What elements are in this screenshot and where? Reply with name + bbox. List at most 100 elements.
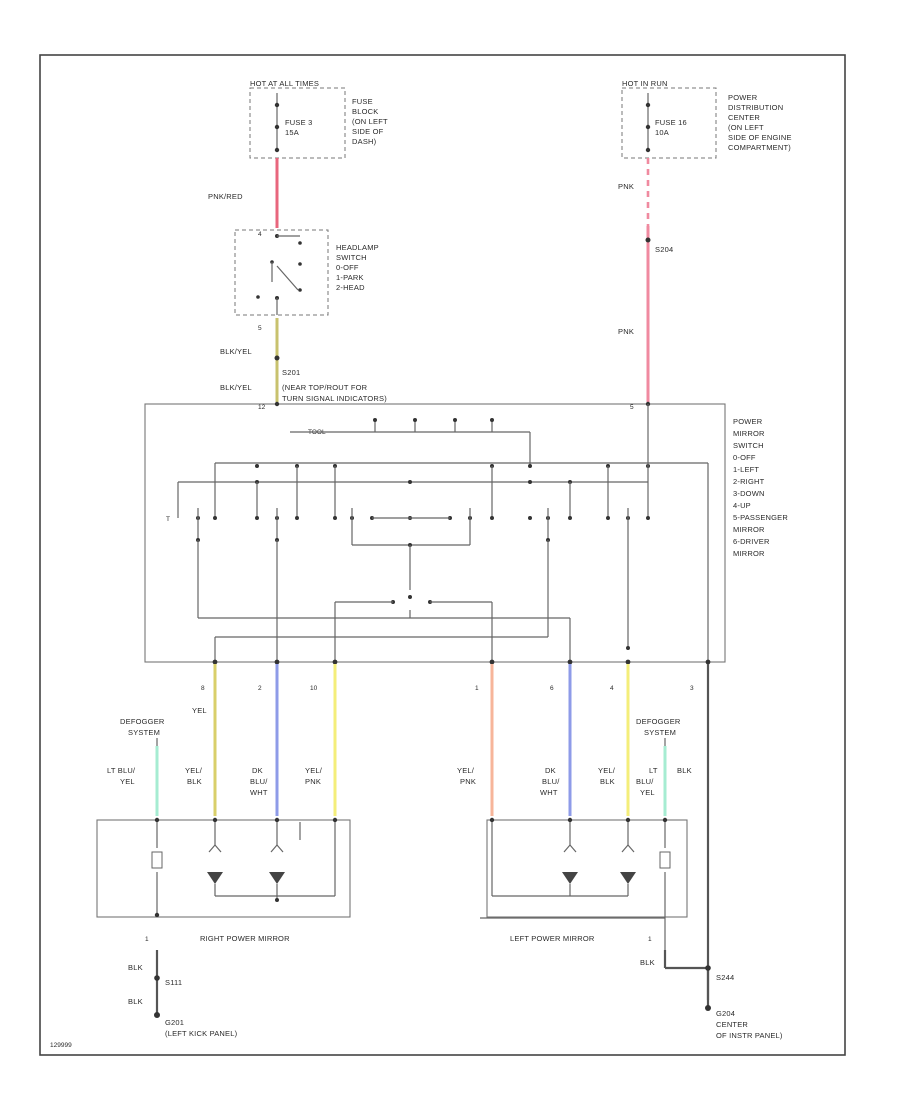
fuse-left-name: FUSE 3	[285, 118, 312, 127]
ground-left: BLK S111 BLK G201 (LEFT KICK PANEL)	[128, 950, 238, 1038]
defogger-right: DEFOGGER SYSTEM	[636, 717, 681, 746]
fuse-left-loc-2: BLOCK	[352, 107, 378, 116]
splice-s111: S111	[165, 978, 182, 987]
lbl-dkblu-l-1: DK	[252, 766, 263, 775]
wire-blk-yel-label-2: BLK/YEL	[220, 383, 252, 392]
gnd-blk-2: BLK	[128, 997, 143, 1006]
headlamp-pin-top: 4	[258, 231, 262, 238]
lbl-yelpnk-l-1: YEL/	[305, 766, 323, 775]
left-power-mirror: LEFT POWER MIRROR 1	[480, 817, 688, 950]
lbl-dkblu-r-3: WHT	[540, 788, 558, 797]
pms-desc-2: MIRROR	[733, 429, 765, 438]
yel-label: YEL	[192, 706, 207, 715]
lbl-dkblu-r-1: DK	[545, 766, 556, 775]
pin-2: 2	[258, 685, 262, 692]
power-mirror-switch: 12 5 TOOL	[144, 401, 788, 665]
s201-note-1: (NEAR TOP/ROUT FOR	[282, 383, 368, 392]
pms-desc-6: 2-RIGHT	[733, 477, 765, 486]
splice-s201: S201	[282, 368, 300, 377]
fuse-left-loc-3: (ON LEFT	[352, 117, 388, 126]
fuse-block-left: HOT AT ALL TIMES FUSE 3 15A FUSE BLOCK (…	[249, 79, 388, 159]
lbl-yelpnk-l-2: PNK	[305, 777, 321, 786]
left-mirror-title: LEFT POWER MIRROR	[510, 934, 595, 943]
lbl-yelblk-l-1: YEL/	[185, 766, 203, 775]
fuse-left-rating: 15A	[285, 128, 299, 137]
right-mirror-pin: 1	[145, 936, 149, 943]
pin-4: 4	[610, 685, 614, 692]
pms-desc-10: MIRROR	[733, 525, 765, 534]
lbl-yelblk-r-2: BLK	[600, 777, 615, 786]
headlamp-desc-4: 1-PARK	[336, 273, 364, 282]
lbl-yelblk-r-1: YEL/	[598, 766, 616, 775]
wire-pnk-mid-label: PNK	[618, 327, 634, 336]
splice-s244: S244	[716, 973, 734, 982]
headlamp-desc-1: HEADLAMP	[336, 243, 379, 252]
ground-g201-loc: (LEFT KICK PANEL)	[165, 1029, 238, 1038]
pin-3: 3	[690, 685, 694, 692]
fuse-right-rating: 10A	[655, 128, 669, 137]
fuse-right-loc-6: COMPARTMENT)	[728, 143, 791, 152]
fuse-left-loc-4: SIDE OF	[352, 127, 384, 136]
diagram-frame	[39, 54, 846, 1056]
ground-right: BLK S244 G204 CENTER OF INSTR PANEL)	[640, 950, 783, 1040]
pms-desc-4: 0-OFF	[733, 453, 756, 462]
headlamp-desc-3: 0-OFF	[336, 263, 359, 272]
wire-pnk-red-label: PNK/RED	[208, 192, 243, 201]
fuse-right-loc-4: (ON LEFT	[728, 123, 764, 132]
fuse-left-loc-1: FUSE	[352, 97, 373, 106]
pms-desc-5: 1-LEFT	[733, 465, 759, 474]
lbl-ltbluyel-l-1: LT BLU/	[107, 766, 136, 775]
headlamp-pin-bottom: 5	[258, 325, 262, 332]
pms-desc-1: POWER	[733, 417, 763, 426]
headlamp-desc-5: 2-HEAD	[336, 283, 365, 292]
lbl-dkblu-l-2: BLU/	[250, 777, 268, 786]
defogger-right-2: SYSTEM	[644, 728, 676, 737]
lbl-ltbluyel-r-3: YEL	[640, 788, 655, 797]
defogger-left-2: SYSTEM	[128, 728, 160, 737]
lbl-yelpnk-r-2: PNK	[460, 777, 476, 786]
fuse-right-loc-3: CENTER	[728, 113, 760, 122]
pin-8: 8	[201, 685, 205, 692]
fuse-left-loc-5: DASH)	[352, 137, 377, 146]
pms-desc-11: 6-DRIVER	[733, 537, 770, 546]
pms-pin-right: 5	[630, 404, 634, 411]
lbl-yelpnk-r-1: YEL/	[457, 766, 475, 775]
lbl-dkblu-l-3: WHT	[250, 788, 268, 797]
figure-id: 129999	[50, 1042, 72, 1049]
defogger-left-1: DEFOGGER	[120, 717, 165, 726]
pms-pin-left: 12	[258, 404, 266, 411]
pms-desc-9: 5-PASSENGER	[733, 513, 788, 522]
lbl-ltbluyel-r-2: BLU/	[636, 777, 654, 786]
pms-desc-12: MIRROR	[733, 549, 765, 558]
defogger-left: DEFOGGER SYSTEM	[120, 717, 165, 746]
headlamp-desc-2: SWITCH	[336, 253, 367, 262]
lbl-ltbluyel-l-2: YEL	[120, 777, 135, 786]
defogger-right-1: DEFOGGER	[636, 717, 681, 726]
wire-blk-yel-label-1: BLK/YEL	[220, 347, 252, 356]
ground-g201: G201	[165, 1018, 184, 1027]
headlamp-switch: 4 HEADLAMP SWITCH 0-OFF 1-PARK 2-HEAD 5	[234, 229, 379, 332]
fuse-right-loc-2: DISTRIBUTION	[728, 103, 783, 112]
lbl-yelblk-l-2: BLK	[187, 777, 202, 786]
fuse-left-header: HOT AT ALL TIMES	[250, 79, 319, 88]
ground-g204-loc-1: CENTER	[716, 1020, 748, 1029]
fuse-right-loc-5: SIDE OF ENGINE	[728, 133, 792, 142]
right-power-mirror: RIGHT POWER MIRROR 1	[96, 817, 351, 943]
pin-10: 10	[310, 685, 318, 692]
pin-1: 1	[475, 685, 479, 692]
fuse-right-header: HOT IN RUN	[622, 79, 668, 88]
ground-g204-loc-2: OF INSTR PANEL)	[716, 1031, 783, 1040]
svg-text:T: T	[166, 516, 170, 523]
splice-s204: S204	[655, 245, 673, 254]
left-mirror-pin: 1	[648, 936, 652, 943]
wire-pnk-top-label: PNK	[618, 182, 634, 191]
fuse-right-name: FUSE 16	[655, 118, 687, 127]
s201-note-2: TURN SIGNAL INDICATORS)	[282, 394, 387, 403]
right-mirror-title: RIGHT POWER MIRROR	[200, 934, 290, 943]
ground-g204: G204	[716, 1009, 735, 1018]
pms-desc-3: SWITCH	[733, 441, 764, 450]
lbl-dkblu-r-2: BLU/	[542, 777, 560, 786]
lbl-blk-r: BLK	[677, 766, 692, 775]
pin-6: 6	[550, 685, 554, 692]
